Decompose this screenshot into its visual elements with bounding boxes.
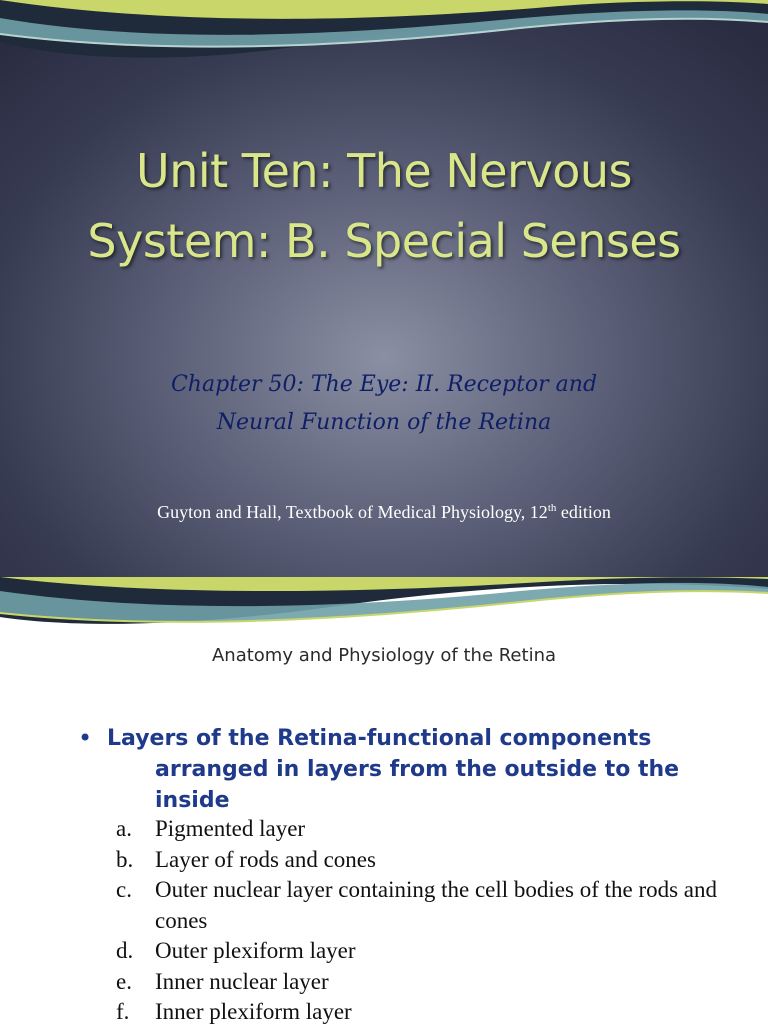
list-item: b. Layer of rods and cones <box>116 845 756 876</box>
list-item: f. Inner plexiform layer <box>116 997 756 1024</box>
bullet-text: Layers of the Retina-functional componen… <box>107 723 747 816</box>
list-marker: e. <box>116 968 132 994</box>
citation-superscript: th <box>547 502 557 514</box>
list-item-text: Inner plexiform layer <box>155 999 352 1024</box>
list-item-text: Outer nuclear layer containing the cell … <box>155 877 718 933</box>
slide2-title: Anatomy and Physiology of the Retina <box>211 645 557 666</box>
citation-tail: edition <box>556 502 611 522</box>
list-item-text: Outer plexiform layer <box>155 938 356 963</box>
slide1-subtitle: Chapter 50: The Eye: II. Receptor and Ne… <box>0 366 768 442</box>
list-item: c. Outer nuclear layer containing the ce… <box>116 875 756 936</box>
list-item-text: Inner nuclear layer <box>155 968 329 994</box>
list-item: e. Inner nuclear layer <box>116 967 756 998</box>
list-item: a. Pigmented layer <box>116 814 756 845</box>
citation-text: Guyton and Hall, Textbook of Medical Phy… <box>157 502 548 522</box>
slide1-title: Unit Ten: The Nervous System: B. Special… <box>0 136 768 276</box>
list-marker: b. <box>116 846 134 872</box>
bullet-line-2: arranged in layers from the outside to t… <box>155 757 680 813</box>
header-swoosh-decoration <box>0 0 768 58</box>
list-item: d. Outer plexiform layer <box>116 936 756 967</box>
list-marker: f. <box>116 999 130 1024</box>
list-marker: c. <box>116 877 132 902</box>
title-slide: Unit Ten: The Nervous System: B. Special… <box>0 0 768 577</box>
list-marker: a. <box>116 816 132 841</box>
bullet-dot: • <box>78 724 93 752</box>
title-line-2: System: B. Special Senses <box>87 214 681 268</box>
title-line-1: Unit Ten: The Nervous <box>136 144 632 198</box>
list-item-text: Pigmented layer <box>155 816 306 841</box>
list-marker: d. <box>116 938 134 963</box>
list-item-text: Layer of rods and cones <box>155 846 376 872</box>
bullet-line-1: Layers of the Retina-functional componen… <box>107 726 652 751</box>
content-slide: Anatomy and Physiology of the Retina • L… <box>0 577 768 1024</box>
textbook-citation: Guyton and Hall, Textbook of Medical Phy… <box>0 502 768 523</box>
header-swoosh-decoration <box>0 577 768 624</box>
subtitle-line-1: Chapter 50: The Eye: II. Receptor and <box>170 372 598 397</box>
subtitle-line-2: Neural Function of the Retina <box>216 410 552 435</box>
retina-layer-list: a. Pigmented layer b. Layer of rods and … <box>116 814 756 1024</box>
